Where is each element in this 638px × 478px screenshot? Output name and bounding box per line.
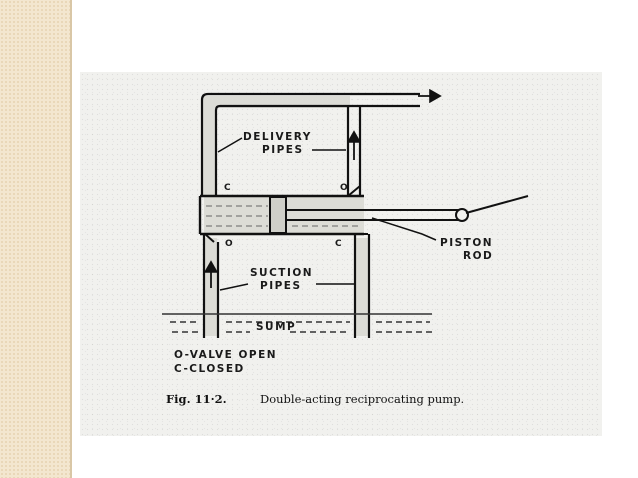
suction-label: SUCTION — [250, 267, 313, 279]
figure-title: Double-acting reciprocating pump. — [260, 392, 464, 406]
delivery-label: DELIVERY — [243, 131, 312, 143]
sump-label: SUMP — [256, 321, 296, 333]
piston-rod — [286, 209, 460, 221]
valve-label-c-top-left: C — [224, 183, 231, 193]
legend-valve-open: O-VALVE OPEN — [174, 349, 277, 361]
leader-lines — [217, 137, 437, 291]
delivery-pipe-left — [200, 92, 420, 196]
suction-pipe-left — [202, 234, 220, 338]
valve-label-o-bottom-left: O — [225, 239, 233, 249]
crank-pin — [455, 208, 469, 222]
suction-pipe-right — [353, 234, 371, 338]
delivery-pipe-right — [346, 106, 362, 196]
piston — [269, 196, 287, 234]
rod-label: ROD — [463, 250, 493, 262]
decorative-side-strip — [0, 0, 70, 478]
piston-label: PISTON — [440, 237, 493, 249]
delivery-pipes-label: PIPES — [262, 144, 304, 156]
suction-pipes-label: PIPES — [260, 280, 302, 292]
valve-label-o-top-right: O — [340, 183, 348, 193]
sump-water-lines — [162, 313, 432, 333]
cylinder-water-dashes — [206, 205, 360, 227]
legend-valve-closed: C-CLOSED — [174, 363, 245, 375]
valve-flaps — [204, 185, 368, 243]
side-divider — [70, 0, 72, 478]
figure-number: Fig. 11·2. — [166, 392, 227, 406]
valve-label-c-bottom-right: C — [335, 239, 342, 249]
scanned-figure-background — [80, 72, 602, 436]
connecting-rod — [465, 195, 529, 214]
